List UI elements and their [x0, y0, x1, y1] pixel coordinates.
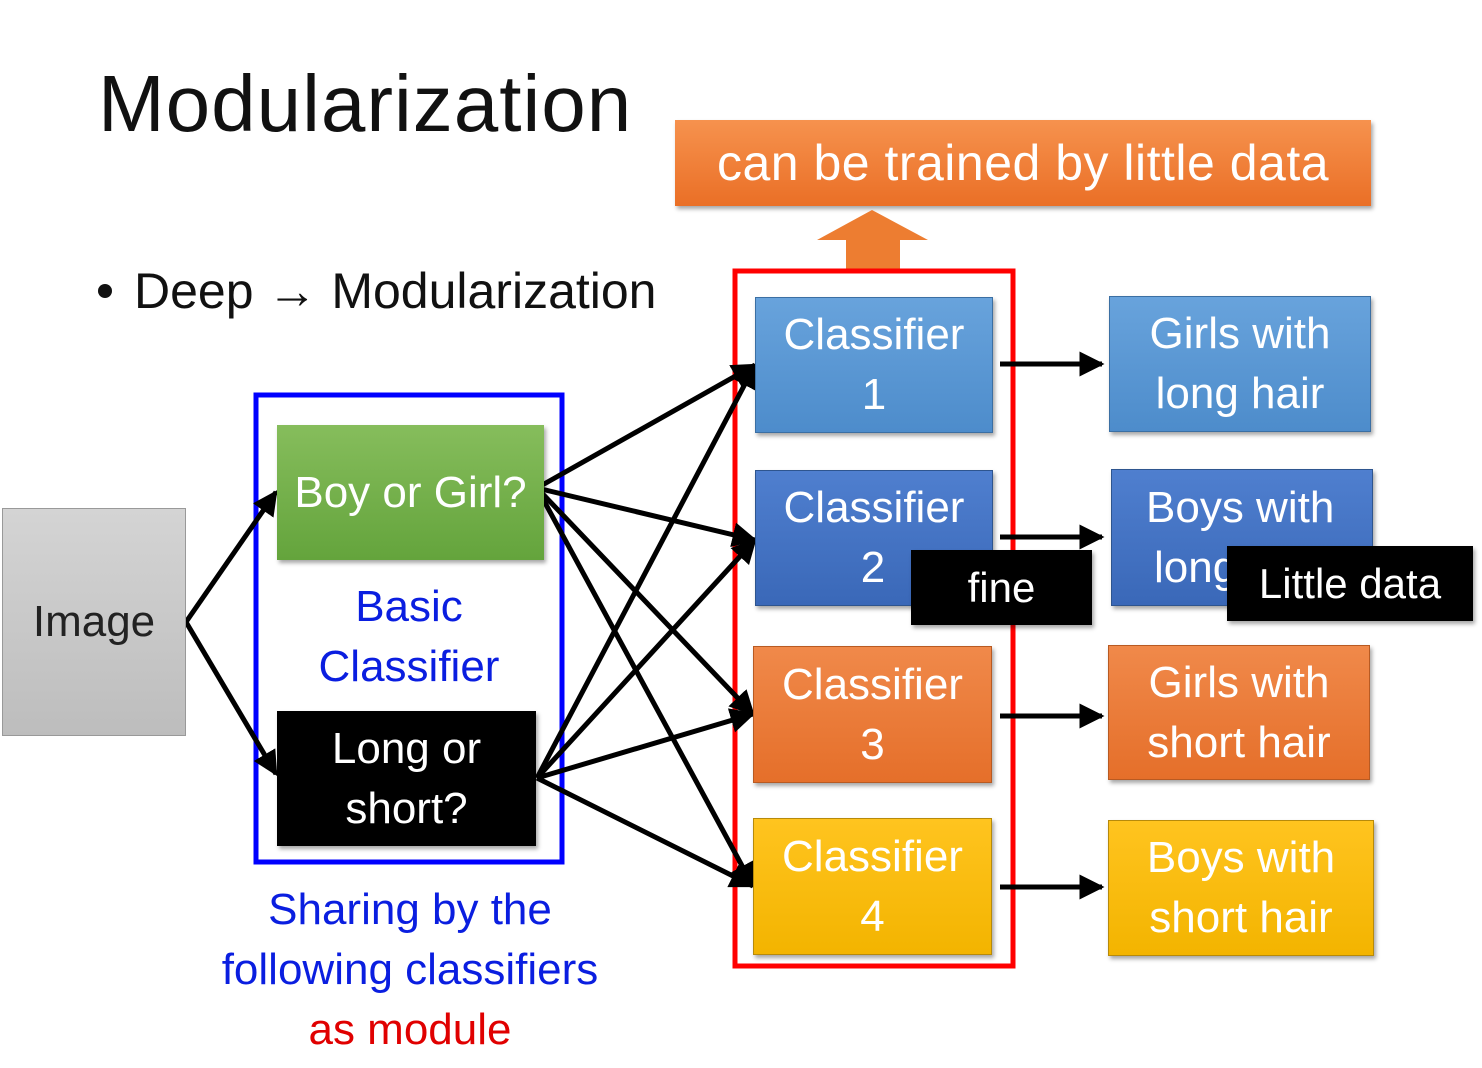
sharing-note-line2: following classifiers: [221, 945, 599, 994]
sharing-note: Sharing by the following classifiers: [190, 880, 630, 1000]
output-girls-short-hair: Girls with short hair: [1108, 645, 1370, 780]
edge-boygirl-c3: [535, 486, 755, 716]
output-girls-long-hair: Girls with long hair: [1109, 296, 1371, 432]
output-boys-short-hair: Boys with short hair: [1108, 820, 1374, 956]
edge-image-to-long-short: [183, 620, 279, 777]
little-data-banner: can be trained by little data: [675, 120, 1371, 206]
output-2-line1: Boys with: [1146, 482, 1335, 532]
long-or-short-line2: short?: [345, 783, 468, 833]
classifier-1-line2: 1: [861, 370, 887, 419]
bullet-point: Deep → Modularization: [98, 262, 657, 320]
classifier-4-line2: 4: [860, 891, 885, 941]
edge-boygirl-c2: [536, 485, 758, 547]
basic-caption-line2: Classifier: [318, 642, 500, 691]
edge-image-to-boy-girl: [183, 489, 279, 624]
bullet-text: Deep → Modularization: [134, 263, 657, 319]
classifier-2-line1: Classifier: [783, 483, 965, 532]
classifier-1-line1: Classifier: [783, 310, 965, 359]
basic-classifier-frame: [253, 392, 565, 865]
edge-longshort-c4: [535, 775, 756, 889]
edge-longshort-c2: [535, 538, 757, 780]
little-data-tag: Little data: [1227, 546, 1473, 621]
classifier-2-box: Classifier 2: [755, 470, 993, 606]
output-4-line1: Boys with: [1146, 833, 1336, 882]
output-2-line2: long: [1154, 542, 1238, 592]
edge-boygirl-c1: [535, 362, 758, 491]
edge-longshort-c3: [536, 708, 756, 781]
classifier-4-line1: Classifier: [782, 831, 963, 881]
bullet-dot-icon: [98, 283, 112, 298]
classifier-3-line1: Classifier: [782, 659, 963, 709]
classifier-3-box: Classifier 3: [753, 646, 992, 783]
classifier-1-box: Classifier 1: [755, 297, 993, 433]
page-title: Modularization: [98, 59, 633, 148]
classifier-4-box: Classifier 4: [753, 818, 992, 955]
sharing-note-line1: Sharing by the: [268, 885, 552, 934]
long-or-short-line1: Long or: [331, 723, 482, 773]
output-1-line1: Girls with: [1149, 309, 1331, 358]
image-label: Image: [32, 597, 156, 646]
edge-longshort-c1: [534, 362, 758, 780]
boy-or-girl-label: Boy or Girl?: [294, 467, 527, 517]
boy-or-girl-box: Boy or Girl?: [277, 425, 544, 560]
image-input-box: Image: [2, 508, 186, 736]
classifier-3-line2: 3: [860, 719, 885, 769]
long-or-short-box: Long or short?: [277, 711, 536, 846]
basic-caption-line1: Basic: [355, 582, 463, 631]
module-note: as module: [308, 1005, 512, 1054]
output-3-line2: short hair: [1147, 717, 1331, 767]
output-3-line1: Girls with: [1148, 657, 1330, 707]
classifier-2-line2: 2: [860, 543, 886, 592]
output-4-line2: short hair: [1149, 893, 1333, 942]
output-1-line2: long hair: [1155, 369, 1325, 418]
edge-boygirl-c4: [534, 486, 756, 889]
fine-tag: fine: [911, 550, 1092, 625]
basic-classifier-caption: Basic Classifier: [300, 577, 518, 697]
up-arrow-icon: [817, 210, 928, 272]
